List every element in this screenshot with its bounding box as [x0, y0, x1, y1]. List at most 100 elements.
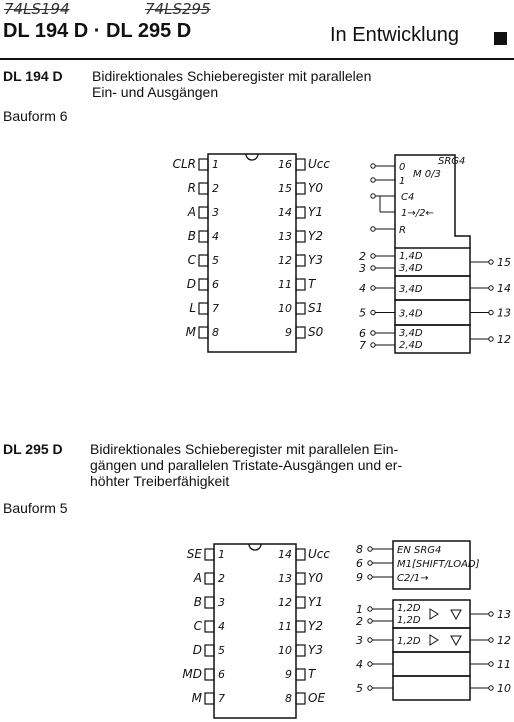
data-input-number: 4 [356, 658, 363, 671]
control-label: EN SRG4 [397, 545, 441, 556]
pin-label: T [308, 277, 317, 291]
pin-box [204, 692, 215, 705]
pin-box [295, 302, 306, 315]
register-cell [392, 675, 471, 701]
data-input-number: 7 [359, 339, 366, 352]
data-input-terminal [370, 342, 376, 348]
pin-number: 10 [278, 644, 292, 657]
pin-box [198, 206, 209, 219]
pin-box [204, 572, 215, 585]
pin-box [295, 668, 306, 681]
pin-number: 10 [278, 302, 292, 315]
pin-box [295, 596, 306, 609]
pin-box [295, 206, 306, 219]
output-number: 14 [497, 282, 511, 295]
output-number: 11 [497, 658, 511, 671]
tristate-icon [450, 635, 462, 647]
cell-label: 3,4D [399, 284, 423, 295]
output-number: 12 [497, 333, 511, 346]
pin-number: 4 [218, 620, 225, 633]
data-input-number: 2 [356, 615, 363, 628]
output-terminal [488, 336, 494, 342]
pin-number: 12 [278, 254, 292, 267]
data-input-terminal [370, 285, 376, 291]
pin-label: Y0 [308, 571, 323, 585]
pin-box [295, 620, 306, 633]
section-194-bauform: Bauform 6 [3, 108, 68, 124]
cell-label: 1,4D [399, 251, 423, 262]
handwritten-note-295: 74LS295 [145, 0, 211, 18]
pin-label: CLR [173, 157, 196, 171]
input-label: 0 [399, 162, 405, 173]
section-194-description: Bidirektionales Schieberegister mit para… [92, 68, 371, 100]
control-terminal [367, 546, 373, 552]
pin-box [295, 644, 306, 657]
pin-number: 15 [278, 182, 292, 195]
pin-label: C [194, 619, 203, 633]
cell-label: 1,2D [397, 615, 421, 626]
pin-label: Y3 [308, 643, 323, 657]
pin-box [295, 254, 306, 267]
section-295-description: Bidirektionales Schieberegister mit para… [90, 441, 402, 489]
pin-label: S0 [308, 325, 324, 339]
pin-box [295, 326, 306, 339]
chip-body [207, 153, 297, 353]
data-input-terminal [367, 637, 373, 643]
pin-number: 8 [212, 326, 219, 339]
output-number: 12 [497, 634, 511, 647]
pin-label: Ucc [308, 157, 330, 171]
data-input-terminal [370, 330, 376, 336]
input-terminal [370, 177, 376, 183]
cell-label: 1,2D [397, 636, 421, 647]
description-line: gängen und parallelen Tristate-Ausgängen… [90, 457, 403, 473]
output-terminal [488, 259, 494, 265]
mode-label: M 0/3 [413, 169, 441, 180]
description-line: Bidirektionales Schieberegister mit para… [92, 68, 372, 84]
cell-label: 3,4D [399, 309, 423, 320]
output-terminal [488, 285, 494, 291]
pin-box [198, 326, 209, 339]
data-input-terminal [367, 618, 373, 624]
pin-box [204, 548, 215, 561]
output-terminal [488, 309, 494, 316]
control-input-number: 8 [356, 543, 363, 556]
pin-number: 13 [278, 572, 292, 585]
pin-label: L [189, 301, 196, 315]
clock-terminal [370, 193, 376, 199]
pin-number: 11 [278, 620, 292, 633]
pin-number: 4 [212, 230, 219, 243]
cell-label: 1,2D [397, 603, 421, 614]
pin-number: 5 [218, 644, 225, 657]
pin-label: Ucc [308, 547, 330, 561]
pin-number: 2 [218, 572, 225, 585]
pin-box [198, 302, 209, 315]
section-194-name: DL 194 D [3, 68, 63, 84]
pin-box [295, 692, 306, 705]
buffer-icon [429, 634, 439, 646]
pin-box [198, 278, 209, 291]
output-terminal [488, 661, 494, 667]
pin-number: 7 [212, 302, 219, 315]
pin-number: 3 [212, 206, 219, 219]
pin-label: M [186, 325, 197, 339]
control-label: M1[SHIFT/LOAD] [397, 559, 480, 570]
control-label: C2/1→ [397, 573, 428, 584]
pin-label: MD [182, 667, 202, 681]
cell-label: 2,4D [399, 340, 423, 351]
pin-label: T [308, 667, 317, 681]
output-number: 10 [497, 682, 511, 695]
pin-number: 9 [285, 668, 292, 681]
data-input-number: 2 [359, 250, 366, 263]
cell-label: 3,4D [399, 263, 423, 274]
pin-label: Y0 [308, 181, 323, 195]
pin-number: 12 [278, 596, 292, 609]
pin-label: Y1 [308, 595, 323, 609]
pin-label: R [188, 181, 196, 195]
data-input-number: 3 [359, 262, 366, 275]
chip-notch [245, 153, 259, 161]
status-marker [494, 32, 507, 45]
pin-label: D [193, 643, 202, 657]
